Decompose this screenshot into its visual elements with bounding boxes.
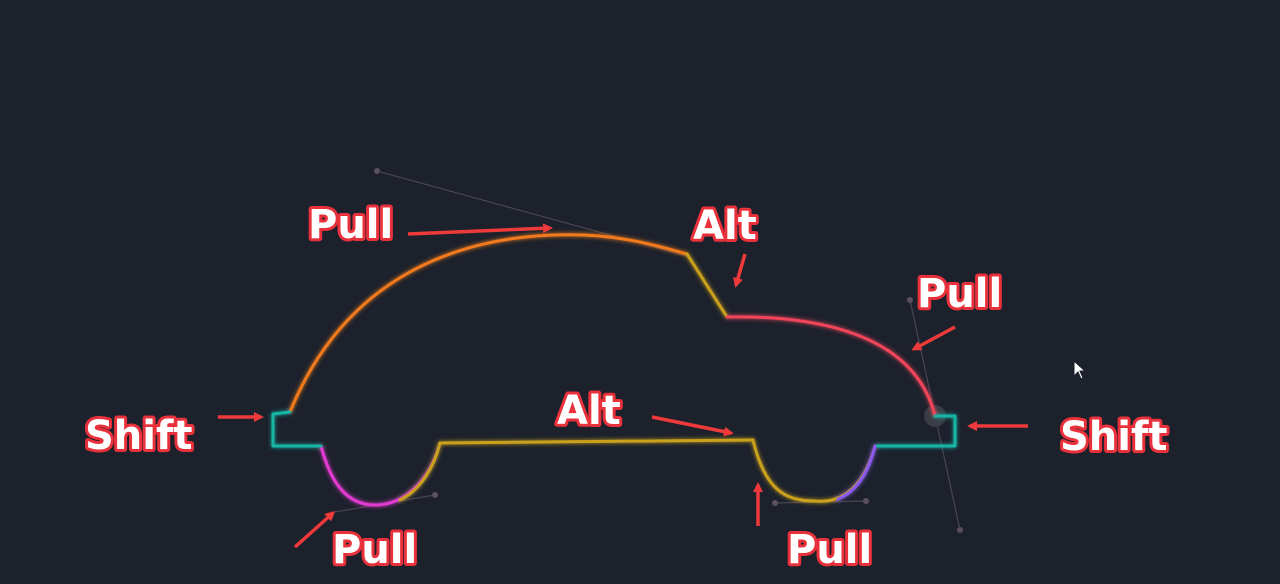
label-shift-left: Shift <box>85 413 193 459</box>
rear-bumper[interactable] <box>271 410 323 448</box>
front-wheel-arch-accent <box>836 444 877 501</box>
front-wheel-arch[interactable] <box>751 438 877 503</box>
bezier-handles <box>334 168 963 533</box>
handle-point-roof[interactable] <box>374 168 380 174</box>
handle-point-rear-wheel[interactable] <box>432 492 438 498</box>
label-pull-bottom-right: Pull <box>787 527 872 573</box>
front-bumper[interactable] <box>873 414 957 448</box>
arrow-alt-top <box>733 253 747 288</box>
arrow-pull-top <box>407 223 553 236</box>
handle-point-front-wheel-a[interactable] <box>772 500 778 506</box>
mouse-pointer-icon <box>1073 359 1087 380</box>
handle-point-front-wheel-b[interactable] <box>863 498 869 504</box>
label-shift-right: Shift <box>1060 414 1168 460</box>
arrow-pull-right <box>911 325 956 351</box>
annotation-labels: Pull Alt Pull Shift Alt Shift Pull Pull <box>82 199 1171 576</box>
roof-curve[interactable] <box>288 233 689 414</box>
rear-wheel-arch-accent <box>398 441 442 502</box>
label-pull-right: Pull <box>917 271 1002 317</box>
rear-wheel-arch[interactable] <box>319 441 442 507</box>
hood-curve[interactable] <box>725 315 937 418</box>
label-alt-middle: Alt <box>557 388 621 434</box>
label-pull-bottom-left: Pull <box>332 527 417 573</box>
label-pull-top: Pull <box>308 202 393 248</box>
underbody-segment[interactable] <box>438 438 755 445</box>
handle-point-hood-top[interactable] <box>907 297 913 303</box>
arrow-pull-bottom-left <box>293 510 336 549</box>
arrow-alt-middle <box>651 415 734 437</box>
annotation-arrows <box>218 223 1028 549</box>
windshield-segment[interactable] <box>685 252 729 319</box>
label-alt-top: Alt <box>693 203 757 249</box>
handle-point-hood-bottom[interactable] <box>957 527 963 533</box>
car-outline <box>271 233 957 507</box>
